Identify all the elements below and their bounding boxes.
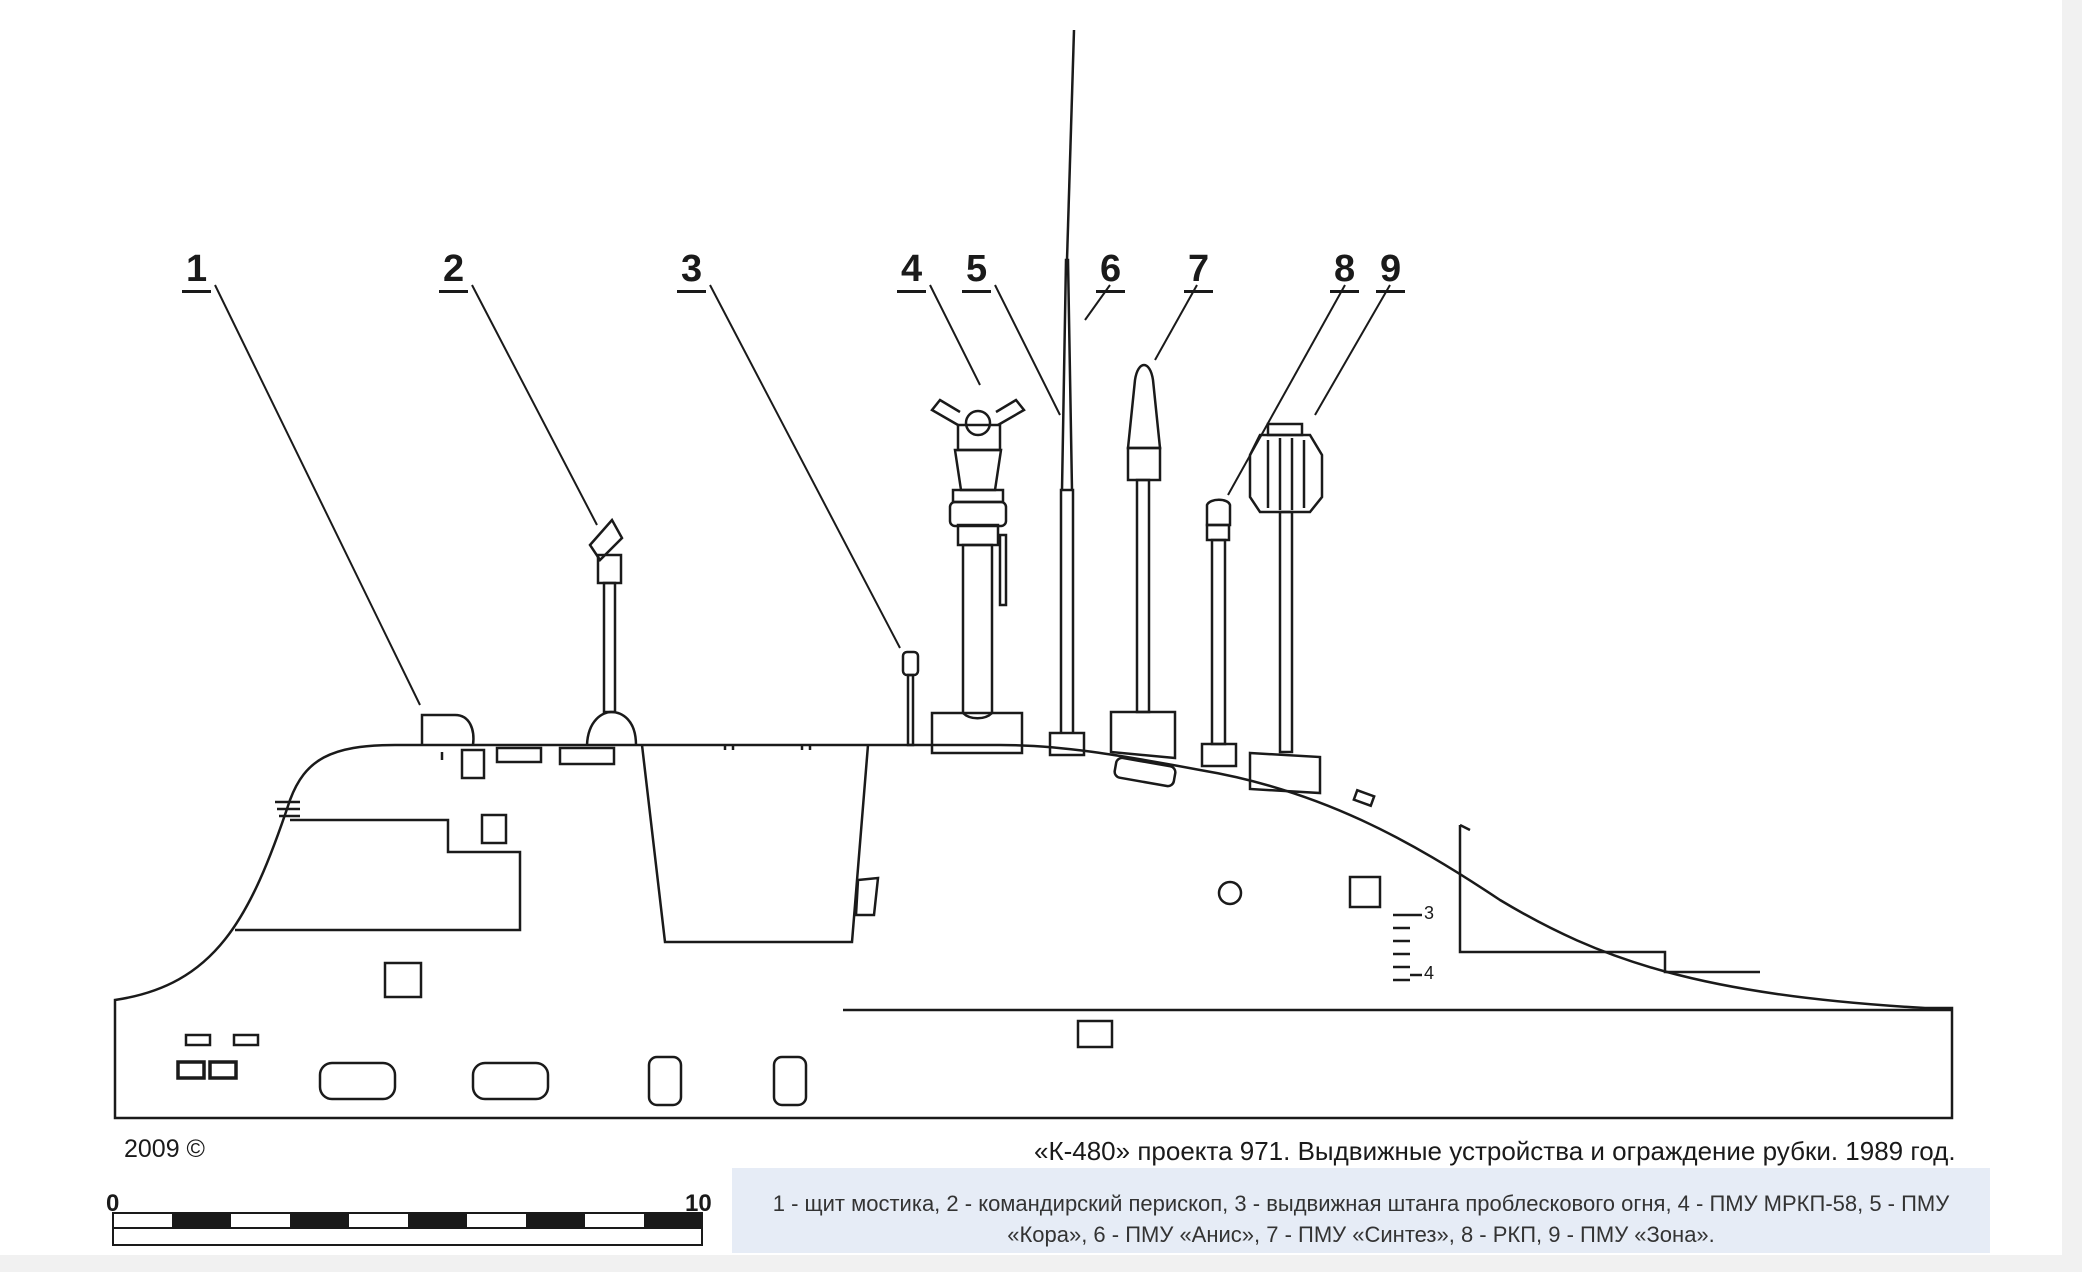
port xyxy=(318,1061,397,1101)
mrkp-mast xyxy=(961,543,994,720)
rkp-base xyxy=(1200,742,1238,768)
port xyxy=(647,1055,683,1107)
legend-line-1: 1 - щит мостика, 2 - командирский периск… xyxy=(772,1191,1950,1216)
bridge-shield xyxy=(420,713,475,746)
zona-base xyxy=(1248,751,1322,795)
anis-antenna xyxy=(1065,29,1076,261)
zona-cage xyxy=(1248,433,1324,514)
hatch xyxy=(480,813,508,845)
callout-3: 3 xyxy=(677,250,707,293)
callout-5: 5 xyxy=(962,250,992,293)
vent xyxy=(208,1060,238,1080)
mrkp-cone xyxy=(953,448,1003,492)
ladder xyxy=(275,800,300,818)
legend-text: 1 - щит мостика, 2 - командирский периск… xyxy=(742,1188,1980,1250)
kora-mast xyxy=(1059,488,1075,733)
bridge-panel-line xyxy=(235,818,522,932)
rkp-collar xyxy=(1205,523,1231,542)
small-marks xyxy=(440,745,812,760)
vent xyxy=(184,1033,212,1047)
callout-7: 7 xyxy=(1184,250,1214,293)
hatch xyxy=(383,961,423,999)
callout-9: 9 xyxy=(1376,250,1406,293)
scale-end-label: 10 xyxy=(685,1190,712,1217)
sail-outline xyxy=(113,743,1954,1120)
draft-marks xyxy=(1393,913,1422,982)
hatch xyxy=(854,876,880,917)
figure-caption: «К-480» проекта 971. Выдвижные устройств… xyxy=(1034,1136,1956,1166)
scale-bar xyxy=(112,1212,703,1246)
zona-cap xyxy=(1266,422,1304,437)
copyright-text: 2009 © xyxy=(124,1135,205,1163)
kora-base xyxy=(1048,731,1086,757)
vent xyxy=(176,1060,206,1080)
callout-8: 8 xyxy=(1330,250,1360,293)
rkp-head xyxy=(1205,498,1232,527)
sintez-radome xyxy=(1126,363,1162,450)
mrkp-frame xyxy=(956,423,1002,452)
hatch xyxy=(1113,756,1177,788)
periscope-mast xyxy=(602,581,617,714)
mrkp-base xyxy=(930,711,1024,755)
scale-start-label: 0 xyxy=(106,1190,120,1217)
mrkp-lens xyxy=(964,409,992,437)
porthole xyxy=(1217,880,1243,906)
frame-edge-bottom xyxy=(0,1255,2082,1272)
mrkp-arms xyxy=(930,398,1026,427)
periscope-window xyxy=(588,517,624,562)
port xyxy=(772,1055,808,1107)
mrkp-ring xyxy=(948,500,1008,528)
mrkp-collar xyxy=(956,523,1000,547)
light-mast xyxy=(906,673,915,747)
legend-line-2: «Кора», 6 - ПМУ «Анис», 7 - ПМУ «Синтез»… xyxy=(1007,1222,1715,1247)
port xyxy=(471,1061,550,1101)
well-outline xyxy=(640,744,870,944)
mrkp-rod xyxy=(998,533,1008,607)
anis-whip xyxy=(1060,258,1074,491)
hatch xyxy=(1348,875,1382,909)
sintez-collar xyxy=(1126,446,1162,482)
zona-mast xyxy=(1278,510,1294,754)
callout-1: 1 xyxy=(182,250,212,293)
callout-2: 2 xyxy=(439,250,469,293)
hatch xyxy=(495,746,543,764)
callout-4: 4 xyxy=(897,250,927,293)
zona-bars xyxy=(1266,438,1306,510)
vent xyxy=(232,1033,260,1047)
frame-edge-right xyxy=(2062,0,2082,1272)
sintez-mast xyxy=(1135,478,1151,714)
hatch xyxy=(558,746,616,766)
sintez-base xyxy=(1109,710,1177,760)
hatch xyxy=(1076,1019,1114,1049)
aft-panel-line xyxy=(1458,825,1760,974)
hatch xyxy=(460,748,486,780)
callout-6: 6 xyxy=(1096,250,1126,293)
hatch xyxy=(1352,788,1376,808)
mrkp-ring-top xyxy=(951,488,1005,504)
draft-mark-3: 3 xyxy=(1424,903,1435,923)
periscope-base xyxy=(585,710,638,746)
light-head xyxy=(901,650,920,677)
leader-lines xyxy=(214,284,1391,706)
periscope-head xyxy=(596,553,623,585)
rkp-mast xyxy=(1210,538,1227,746)
legend-box: 1 - щит мостика, 2 - командирский периск… xyxy=(732,1168,1990,1253)
draft-mark-4: 4 xyxy=(1424,963,1435,983)
